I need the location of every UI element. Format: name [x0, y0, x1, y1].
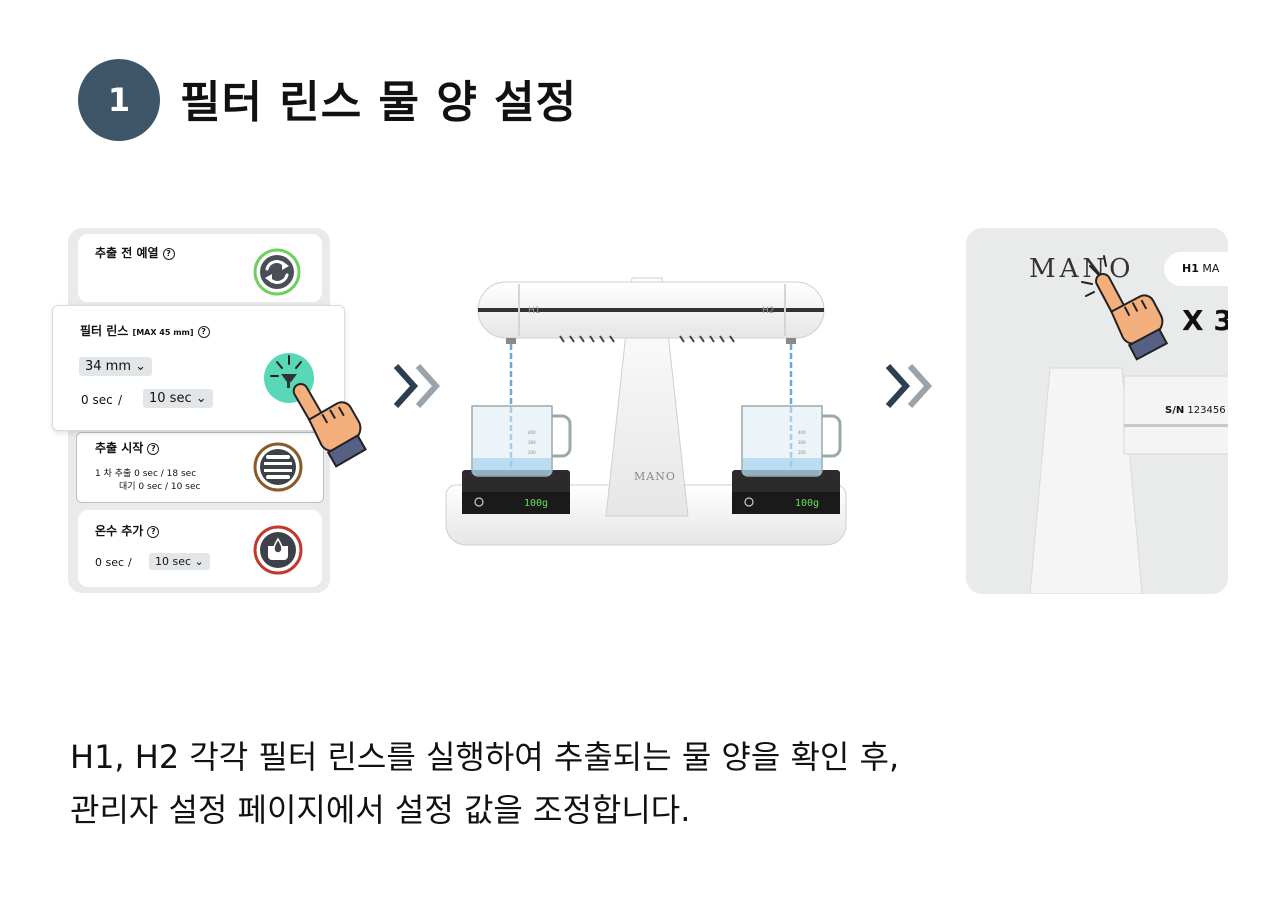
tap-hand-icon: [292, 382, 367, 468]
filter-rinse-max-note: [MAX 45 mm]: [132, 328, 194, 337]
svg-text:300: 300: [798, 440, 806, 445]
filter-rinse-title: 필터 린스 [MAX 45 mm]?: [80, 322, 210, 339]
hot-water-button[interactable]: [252, 524, 304, 576]
svg-text:400: 400: [798, 430, 806, 435]
preheat-card: 추출 전 예열?: [78, 234, 322, 302]
zoom-brand: MANO: [1029, 254, 1135, 284]
hot-water-title: 온수 추가?: [95, 522, 160, 539]
brewer-illustration: H1 H2 MANO 100g 100g 400 300 200 400 300…: [445, 277, 847, 546]
chevron-down-icon: ⌄: [194, 555, 204, 568]
brew-start-line1: 1 차 추출 0 sec / 18 sec: [95, 469, 197, 479]
step-title: 필터 린스 물 양 설정: [180, 77, 578, 128]
zoom-panel: MANO H1 MA X 3 S/N 123456: [966, 228, 1228, 594]
machine-brand: MANO: [634, 470, 676, 483]
help-icon[interactable]: ?: [147, 443, 160, 455]
step-number-badge: 1: [78, 59, 160, 141]
tap-hand-icon: [1081, 255, 1169, 361]
head-tab[interactable]: H1 MA: [1164, 252, 1228, 286]
preheat-button[interactable]: [252, 247, 302, 297]
head-label-h1: H1: [528, 306, 541, 316]
arrow-right-icon: [885, 363, 933, 409]
head-label-h2: H2: [762, 306, 775, 316]
svg-text:200: 200: [798, 450, 806, 455]
scale-right-readout: 100g: [795, 498, 819, 509]
arrow-right-icon: [393, 363, 441, 409]
serial-number: S/N 123456: [1165, 405, 1226, 416]
power-icon: [744, 497, 754, 507]
brew-icon: [264, 455, 292, 479]
rinse-icon: [281, 374, 297, 388]
caption-line-1: H1, H2 각각 필터 린스를 실행하여 추출되는 물 양을 확인 후,: [70, 738, 900, 776]
filter-rinse-duration-select[interactable]: 10 sec ⌄: [143, 389, 213, 408]
brew-start-title: 추출 시작?: [95, 439, 160, 456]
svg-text:200: 200: [528, 450, 536, 455]
hand-cuff: [326, 434, 367, 468]
power-icon: [474, 497, 484, 507]
tap-count: X 3: [1182, 304, 1228, 337]
brew-start-button[interactable]: [252, 441, 304, 493]
filter-rinse-amount-select[interactable]: 34 mm ⌄: [79, 357, 153, 376]
hot-water-card: 온수 추가? 0 sec / 10 sec ⌄: [78, 510, 322, 587]
beaker-left: 400 300 200: [471, 405, 572, 477]
filter-rinse-separator: /: [118, 393, 123, 407]
hot-water-separator: /: [128, 556, 132, 569]
help-icon[interactable]: ?: [162, 248, 175, 260]
filter-rinse-card: 필터 린스 [MAX 45 mm]? 34 mm ⌄ 0 sec / 10 se…: [52, 305, 345, 431]
brew-start-card: 추출 시작? 1 차 추출 0 sec / 18 sec 대기 0 sec / …: [76, 432, 324, 503]
tap-burst-icon: [270, 355, 302, 377]
water-drop-icon: [268, 537, 288, 560]
chevron-down-icon: ⌄: [135, 359, 147, 374]
tap-burst-icon: [1081, 255, 1107, 297]
filter-rinse-delay: 0 sec: [81, 393, 113, 407]
caption-line-2: 관리자 설정 페이지에서 설정 값을 조정합니다.: [70, 791, 691, 829]
svg-text:300: 300: [528, 440, 536, 445]
help-icon[interactable]: ?: [147, 526, 160, 538]
preheat-title: 추출 전 예열?: [95, 244, 175, 261]
chevron-down-icon: ⌄: [195, 391, 207, 406]
help-icon[interactable]: ?: [197, 326, 210, 338]
hot-water-delay: 0 sec: [95, 556, 125, 569]
hot-water-duration-select[interactable]: 10 sec ⌄: [149, 553, 210, 570]
svg-text:400: 400: [528, 430, 536, 435]
scale-left-readout: 100g: [524, 498, 548, 509]
brew-start-line2: 대기 0 sec / 10 sec: [119, 482, 201, 492]
beaker-right: 400 300 200: [741, 405, 842, 477]
